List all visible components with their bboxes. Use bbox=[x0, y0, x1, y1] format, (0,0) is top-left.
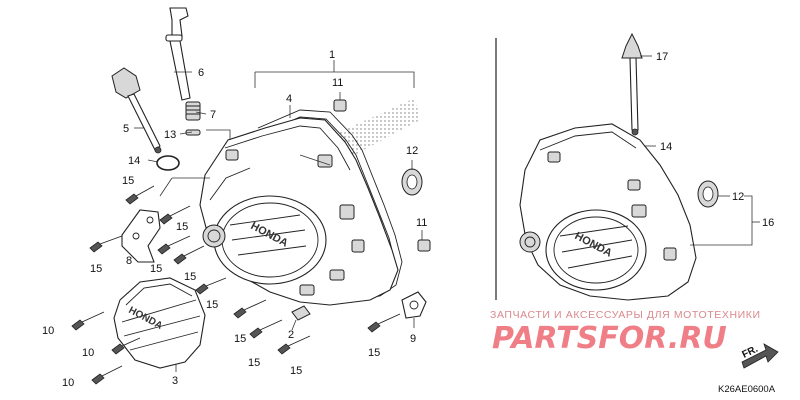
spring bbox=[185, 101, 201, 121]
right-crankcase-cover bbox=[199, 117, 399, 306]
callout-15a: 15 bbox=[122, 175, 134, 187]
bolt bbox=[91, 365, 123, 385]
callout-15g: 15 bbox=[234, 333, 246, 345]
oil-level-gauge-assembly bbox=[621, 32, 643, 136]
dowel-pin-lower bbox=[417, 239, 431, 252]
callout-7: 7 bbox=[210, 109, 216, 121]
callout-17: 17 bbox=[656, 51, 668, 63]
bolt bbox=[367, 313, 401, 333]
o-ring bbox=[156, 155, 180, 171]
bolt bbox=[195, 277, 227, 295]
callout-14a: 14 bbox=[128, 155, 140, 167]
callout-15d: 15 bbox=[150, 263, 162, 275]
bolt bbox=[233, 299, 267, 319]
callout-1: 1 bbox=[329, 49, 335, 61]
callout-5: 5 bbox=[123, 123, 129, 135]
diagram-code: K26AE0600A bbox=[718, 384, 776, 395]
callout-15c: 15 bbox=[90, 263, 102, 275]
callout-12b: 12 bbox=[732, 191, 744, 203]
bolt bbox=[173, 245, 205, 265]
bolt bbox=[249, 319, 283, 339]
oil-level-gauge bbox=[165, 7, 191, 101]
front-direction-arrow bbox=[741, 343, 779, 369]
bolt bbox=[89, 235, 123, 253]
watermark-caption: ЗАПЧАСТИ И АКСЕССУАРЫ ДЛЯ МОТОТЕХНИКИ bbox=[490, 309, 761, 321]
callout-15e: 15 bbox=[184, 271, 196, 283]
plug bbox=[291, 305, 311, 321]
callout-12a: 12 bbox=[406, 145, 418, 157]
gasket bbox=[257, 109, 403, 301]
callout-10b: 10 bbox=[82, 347, 94, 359]
callout-6: 6 bbox=[198, 67, 204, 79]
callout-13: 13 bbox=[164, 129, 176, 141]
generator-cover bbox=[113, 277, 206, 369]
watermark-logo: PARTSFOR.RU bbox=[492, 321, 727, 356]
callout-15j: 15 bbox=[368, 347, 380, 359]
dowel-pin-upper bbox=[333, 99, 347, 112]
callout-10a: 10 bbox=[42, 325, 54, 337]
bolt bbox=[125, 185, 155, 205]
sensor bbox=[401, 291, 427, 319]
callout-4: 4 bbox=[286, 93, 292, 105]
callout-15b: 15 bbox=[176, 221, 188, 233]
right-crankcase-cover-assembly bbox=[519, 123, 697, 301]
callout-2: 2 bbox=[288, 329, 294, 341]
callout-15f: 15 bbox=[206, 299, 218, 311]
callout-9: 9 bbox=[410, 333, 416, 345]
callout-15h: 15 bbox=[248, 357, 260, 369]
callout-10c: 10 bbox=[62, 377, 74, 389]
bolt bbox=[71, 311, 105, 331]
pin-small bbox=[185, 129, 201, 136]
callout-8: 8 bbox=[126, 255, 132, 267]
oil-filler-cap bbox=[111, 67, 162, 154]
callout-11b: 11 bbox=[416, 217, 427, 229]
bolt bbox=[157, 235, 191, 255]
bolt bbox=[159, 205, 191, 225]
callout-15i: 15 bbox=[290, 365, 302, 377]
bracket bbox=[121, 209, 161, 263]
bolt bbox=[111, 337, 141, 355]
leader-lines-right bbox=[640, 55, 760, 246]
oil-seal bbox=[401, 168, 423, 196]
oil-seal-right bbox=[697, 180, 719, 208]
callout-14b: 14 bbox=[660, 141, 672, 153]
callout-11a: 11 bbox=[332, 77, 343, 89]
callout-16: 16 bbox=[762, 217, 774, 229]
bolt bbox=[277, 335, 311, 355]
leader-lines-left bbox=[134, 60, 423, 372]
callout-labels: 1 2 3 4 5 6 7 8 9 10 10 10 11 11 12 12 1… bbox=[42, 49, 774, 389]
callout-3: 3 bbox=[172, 375, 178, 387]
